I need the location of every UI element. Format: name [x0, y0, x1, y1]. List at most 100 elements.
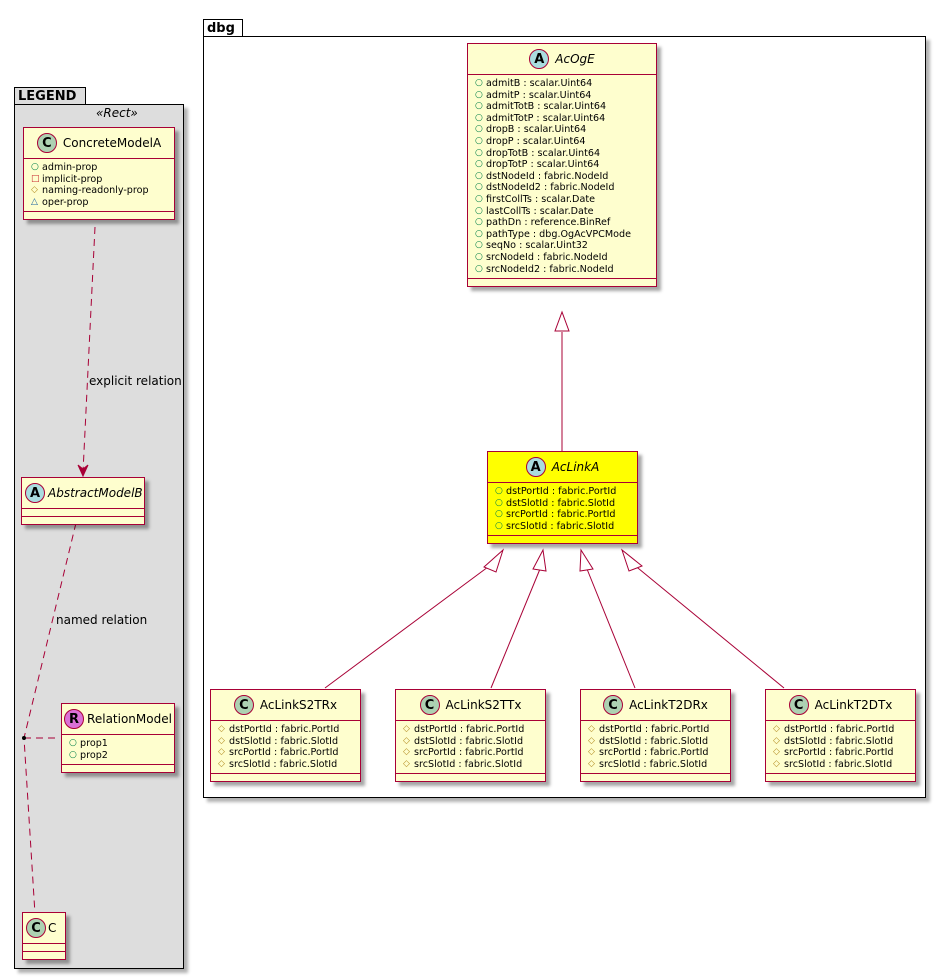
attribute: ◇dstSlotId : fabric.SlotId	[403, 736, 545, 748]
abstract-badge-icon: A	[529, 49, 550, 69]
attribute: ◇dstSlotId : fabric.SlotId	[588, 736, 730, 748]
public-visibility-icon: ○	[495, 497, 503, 508]
abstract-badge-icon: A	[525, 457, 546, 477]
attribute: ○dstSlotId : fabric.SlotId	[495, 498, 637, 510]
attribute-text: dstPortId : fabric.PortId	[414, 724, 525, 735]
public-visibility-icon: ○	[495, 509, 503, 520]
attribute-text: admitP : scalar.Uint64	[486, 89, 592, 101]
attribute-text: dstSlotId : fabric.SlotId	[599, 735, 709, 747]
method-list	[22, 517, 144, 524]
class-name: ConcreteModelA	[62, 136, 162, 150]
protected-visibility-icon: ◇	[403, 758, 410, 769]
legend-package-tab: LEGEND	[14, 87, 86, 104]
protected-visibility-icon: ◇	[218, 724, 225, 734]
public-visibility-icon: ○	[475, 101, 483, 112]
protected-visibility-icon: ◇	[773, 758, 780, 769]
attribute: ◇dstPortId : fabric.PortId	[773, 724, 915, 736]
attribute-text: oper-prop	[42, 196, 89, 208]
protected-visibility-icon: ◇	[773, 735, 780, 746]
package-visibility-icon: △	[31, 196, 38, 207]
method-list	[581, 774, 730, 781]
named-relation-label: named relation	[56, 613, 148, 627]
attribute-text: srcNodeId : fabric.NodeId	[486, 251, 608, 263]
inherit-edge-s2trx	[324, 563, 493, 689]
attribute-text: dstPortId : fabric.PortId	[506, 486, 617, 497]
class-concrete-model-a[interactable]: C ConcreteModelA ○admin-prop □implicit-p…	[23, 127, 175, 221]
attribute: ○dstPortId : fabric.PortId	[495, 486, 637, 498]
class-header: C AcLinkT2DTx	[766, 690, 915, 721]
class-badge-icon: C	[788, 695, 809, 715]
class-relation-model[interactable]: R RelationModel ○prop1 ○prop2	[61, 703, 175, 774]
attribute: ○admitTotP : scalar.Uint64	[475, 113, 656, 125]
attribute-list: ◇ dstPortId : fabric.PortId◇dstSlotId : f…	[396, 721, 545, 775]
method-list	[766, 774, 915, 781]
class-c[interactable]: C C	[22, 912, 66, 960]
attribute-text: srcPortId : fabric.PortId	[229, 747, 339, 759]
class-badge-icon: C	[36, 133, 57, 153]
attribute-list: ○admin-prop □implicit-prop ◇naming-reado…	[24, 159, 174, 213]
public-visibility-icon: ○	[475, 159, 483, 170]
attribute-text: implicit-prop	[42, 173, 103, 185]
class-header: A AcOgE	[468, 44, 656, 75]
public-visibility-icon: ○	[475, 135, 483, 146]
attribute-text: srcNodeId2 : fabric.NodeId	[486, 263, 614, 275]
attribute: ◇srcSlotId : fabric.SlotId	[588, 759, 730, 771]
class-aclinka[interactable]: A AcLinkA ○dstPortId : fabric.PortId○dst…	[487, 451, 638, 545]
public-visibility-icon: ○	[475, 240, 483, 251]
public-visibility-icon: ○	[495, 520, 503, 531]
attribute: ◇srcPortId : fabric.PortId	[403, 747, 545, 759]
attribute: ○dropB : scalar.Uint64	[475, 124, 656, 136]
public-visibility-icon: ○	[475, 228, 483, 239]
attribute-text: admin-prop	[42, 162, 98, 173]
class-header: A AcLinkA	[488, 452, 637, 483]
attribute: ◇naming-readonly-prop	[31, 185, 174, 197]
explicit-relation-arrowhead	[77, 464, 89, 478]
attribute-text: dstSlotId : fabric.SlotId	[784, 735, 894, 747]
class-abstract-model-b[interactable]: A AbstractModelB	[21, 477, 145, 525]
protected-visibility-icon: ◇	[218, 747, 225, 758]
protected-visibility-icon: ◇	[588, 758, 595, 769]
attribute: ◇ dstSlotId : fabric.SlotId	[773, 736, 915, 748]
method-list	[24, 212, 174, 219]
class-name: AcLinkT2DTx	[814, 698, 893, 712]
class-badge-icon: C	[233, 695, 254, 715]
protected-visibility-icon: ◇	[31, 185, 38, 196]
attribute: ◇srcSlotId : fabric.SlotId	[403, 759, 545, 771]
attribute: △ oper-prop	[31, 197, 174, 209]
inherit-arrow-acoge	[554, 310, 570, 332]
class-name: C	[48, 921, 57, 935]
attribute: ○prop1	[69, 738, 174, 750]
attribute: ○prop2	[69, 750, 174, 762]
attribute-text: dropTotB : scalar.Uint64	[486, 147, 601, 159]
inherit-arrow-aclinka-3	[579, 548, 594, 572]
inherit-edge-t2dtx	[632, 563, 785, 689]
attribute-text: prop2	[80, 749, 108, 761]
attribute: ○pathDn : reference.BinRef	[475, 217, 656, 229]
attribute: ◇srcPortId : fabric.PortId	[588, 747, 730, 759]
attribute-list: ◇dstPortId : fabric.PortId◇dstSlotId : f…	[211, 721, 360, 775]
attribute: ○srcNodeId2 : fabric.NodeId	[475, 264, 656, 276]
attribute-list: ◇dstPortId : fabric.PortId◇dstSlotId : f…	[766, 721, 915, 775]
abstract-badge-icon: A	[25, 483, 45, 503]
public-visibility-icon: ○	[475, 170, 483, 181]
attribute: □implicit-prop	[31, 174, 174, 186]
method-list	[468, 279, 656, 286]
public-visibility-icon: ○	[475, 124, 483, 135]
protected-visibility-icon: ◇	[218, 735, 225, 746]
public-visibility-icon: ○	[475, 193, 483, 204]
attribute-text: dstPortId : fabric.PortId	[229, 724, 340, 735]
attribute-text: admitTotP : scalar.Uint64	[486, 112, 606, 124]
class-name: AcLinkS2TTx	[445, 698, 522, 712]
attribute: ○seqNo : scalar.Uint32	[475, 240, 656, 252]
attribute-list: ○prop1 ○prop2	[62, 735, 174, 766]
attribute: ◇srcSlotId : fabric.SlotId	[218, 759, 360, 771]
class-name: AcLinkT2DRx	[629, 698, 708, 712]
class-acoge[interactable]: A AcOgE ○admitB : scalar.Uint64○admitP :…	[467, 43, 657, 288]
method-list	[23, 952, 65, 959]
